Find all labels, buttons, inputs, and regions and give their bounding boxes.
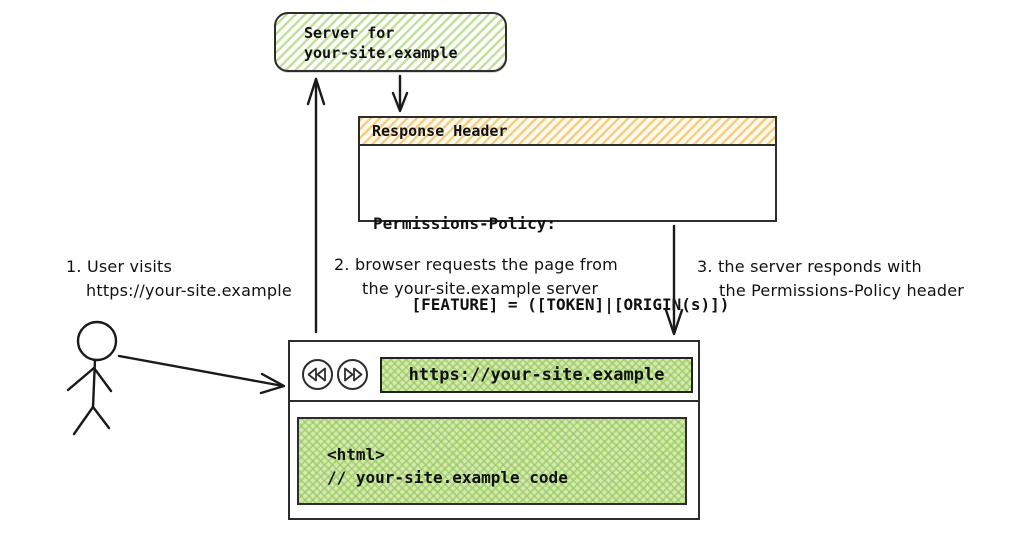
annotation-step2-line1: 2. browser requests the page from — [334, 255, 618, 274]
server-box: Server for your-site.example — [274, 12, 507, 72]
annotation-step2-line2: the your-site.example server — [362, 279, 599, 298]
user-stick-figure — [66, 320, 118, 436]
arrow-user-to-browser — [117, 354, 286, 395]
arrow-browser-to-server — [306, 77, 326, 334]
browser-window: https://your-site.example <html> // your… — [288, 340, 700, 520]
content-code-line2: // your-site.example code — [327, 468, 568, 487]
response-header-title: Response Header — [360, 118, 775, 146]
response-header-box: Response Header Permissions-Policy: [FEA… — [358, 116, 777, 314]
annotation-step1-line2: https://your-site.example — [86, 281, 292, 300]
url-bar: https://your-site.example — [380, 357, 693, 393]
back-button-icon — [302, 359, 333, 390]
annotation-step1-line1: 1. User visits — [66, 257, 173, 276]
annotation-step3-line1: 3. the server responds with — [697, 257, 922, 276]
content-code-line1: <html> — [327, 445, 385, 464]
browser-toolbar: https://your-site.example — [290, 342, 698, 402]
forward-button-icon — [337, 359, 368, 390]
annotation-step3-line2: the Permissions-Policy header — [719, 281, 965, 300]
policy-line1: Permissions-Policy: — [373, 214, 557, 233]
arrow-server-to-response-header — [391, 74, 409, 113]
server-label-line1: Server for — [304, 24, 395, 42]
browser-content-box: <html> // your-site.example code — [297, 417, 687, 505]
annotation-step1: 1. User visits https://your-site.example — [66, 255, 292, 303]
server-label-line2: your-site.example — [304, 44, 458, 62]
annotation-step2: 2. browser requests the page from the yo… — [334, 253, 618, 301]
annotation-step3: 3. the server responds with the Permissi… — [697, 255, 964, 303]
